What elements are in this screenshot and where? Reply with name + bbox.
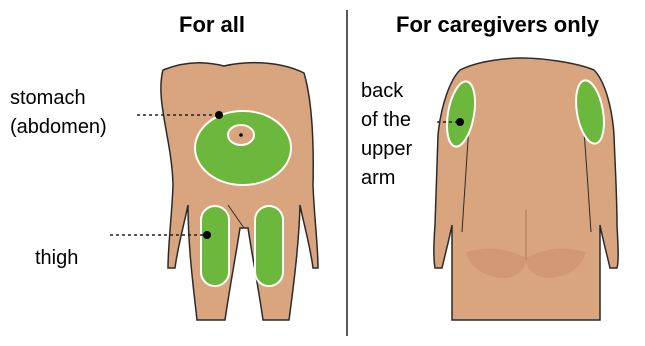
front-body-silhouette xyxy=(161,63,318,320)
stomach-label: stomach (abdomen) xyxy=(10,84,107,142)
heading-for-all: For all xyxy=(179,12,245,38)
heading-for-caregivers: For caregivers only xyxy=(396,12,599,38)
stomach-label-line1: stomach xyxy=(10,84,107,113)
thigh-leader-dot xyxy=(203,231,211,239)
stomach-leader-dot xyxy=(215,111,223,119)
arm-label-line1: back xyxy=(361,77,412,106)
arm-leader-dot xyxy=(456,118,464,126)
abdomen-site-area xyxy=(195,111,291,185)
front-body-figure xyxy=(161,63,318,320)
abdomen-injection-site xyxy=(195,111,291,185)
right-thigh-site xyxy=(255,206,283,286)
thigh-label: thigh xyxy=(35,244,78,273)
left-thigh-site xyxy=(201,206,229,286)
arm-label-line4: arm xyxy=(361,164,412,193)
navel-dot xyxy=(239,133,243,137)
arm-label-line2: of the xyxy=(361,106,412,135)
upper-arm-label: back of the upper arm xyxy=(361,77,412,193)
arm-label-line3: upper xyxy=(361,135,412,164)
stomach-label-line2: (abdomen) xyxy=(10,113,107,142)
